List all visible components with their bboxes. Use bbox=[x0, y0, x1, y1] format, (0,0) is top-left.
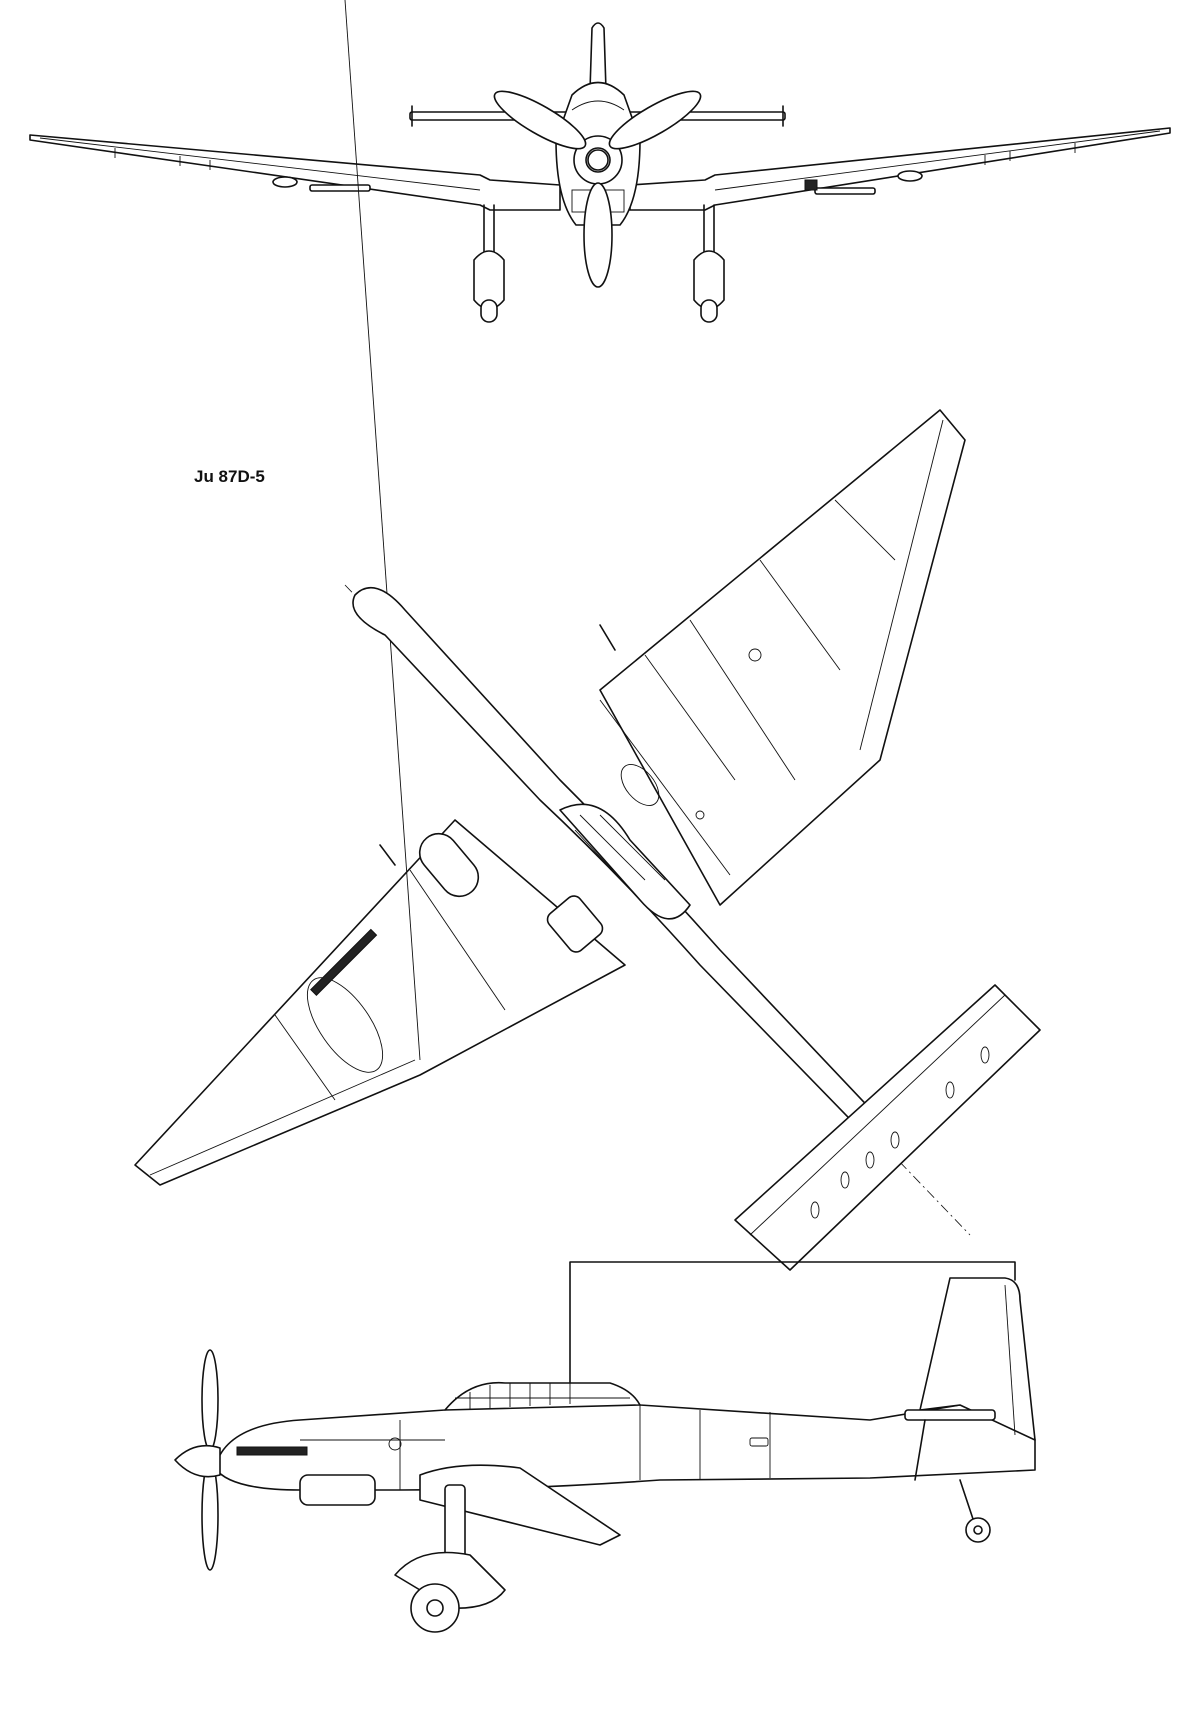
front-propeller-blade bbox=[493, 90, 587, 150]
plan-left-wing bbox=[134, 819, 626, 1186]
side-wing bbox=[419, 1464, 621, 1546]
side-landing-gear bbox=[394, 1484, 506, 1633]
side-view bbox=[174, 1261, 1036, 1633]
side-fin bbox=[919, 1277, 1036, 1441]
plan-tailplane bbox=[734, 984, 1041, 1271]
side-propeller-blade bbox=[201, 1349, 219, 1451]
front-right-wing bbox=[629, 127, 1171, 211]
side-exhaust bbox=[236, 1446, 308, 1456]
side-tail-wheel bbox=[959, 1479, 991, 1543]
front-landing-gear bbox=[473, 204, 725, 323]
front-fin bbox=[589, 22, 607, 91]
plan-view bbox=[134, 0, 1041, 1271]
drawing-title: Ju 87D-5 bbox=[194, 467, 265, 486]
plan-canopy bbox=[559, 803, 691, 920]
front-view bbox=[29, 22, 1171, 323]
side-canopy bbox=[444, 1381, 641, 1411]
side-spinner bbox=[174, 1444, 221, 1478]
plan-right-wing bbox=[599, 409, 966, 906]
